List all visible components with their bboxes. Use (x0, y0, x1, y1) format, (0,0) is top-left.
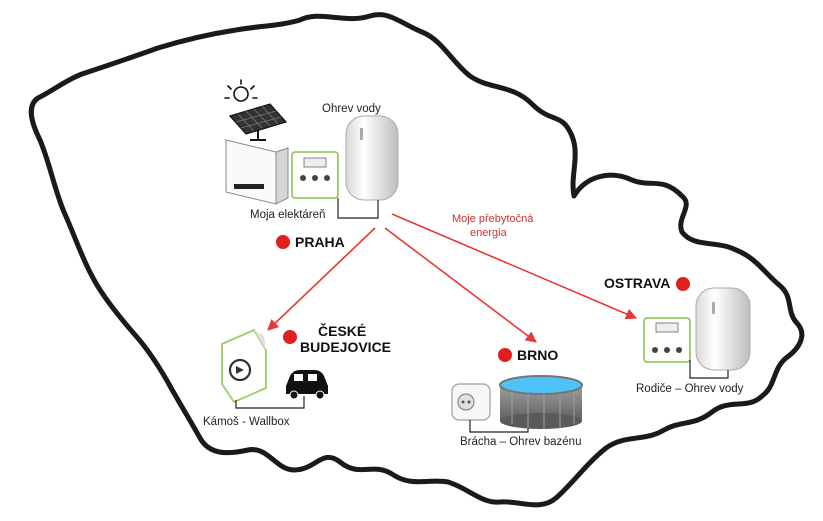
pool-icon (499, 375, 583, 429)
water-heater-icon-praha (345, 115, 399, 201)
label-kamos: Kámoš - Wallbox (203, 416, 290, 428)
city-dot-budejovice (283, 330, 297, 344)
solar-panel-icon (228, 103, 288, 141)
inverter-icon (225, 139, 289, 205)
controller-icon-ostrava (643, 317, 691, 363)
city-praha: PRAHA (295, 234, 345, 250)
heater-cable-praha (337, 198, 379, 219)
sun-icon (224, 79, 258, 102)
city-ostrava: OSTRAVA (604, 275, 670, 291)
label-moja-elektraren: Moja elektáreň (250, 209, 325, 221)
city-dot-ostrava (676, 277, 690, 291)
wallbox-icon (221, 328, 267, 404)
arrow-to-ostrava (391, 213, 638, 320)
label-energy-line2: energia (470, 227, 508, 239)
czech-map-outline (28, 12, 805, 508)
water-heater-icon-ostrava (695, 287, 751, 371)
heater-cable-ostrava (689, 360, 729, 379)
wallbox-cable (235, 396, 305, 409)
energy-arrows (267, 213, 638, 343)
controller-icon-praha (291, 151, 339, 199)
smart-plug-icon (451, 383, 491, 421)
car-icon (286, 370, 328, 400)
label-bracha: Brácha – Ohrev bazénu (460, 436, 581, 448)
city-brno: BRNO (517, 347, 558, 363)
city-dot-brno (498, 348, 512, 362)
city-budejovice-line1: ČESKÉ (318, 322, 366, 339)
city-budejovice-line2: BUDEJOVICE (300, 339, 391, 355)
pool-cable (469, 420, 529, 433)
label-ohrev-vody: Ohrev vody (322, 103, 381, 115)
label-energy-line1: Moje přebytočná (452, 213, 534, 225)
arrow-to-budejovice (267, 227, 376, 331)
city-dot-praha (276, 235, 290, 249)
arrow-to-brno (384, 227, 537, 343)
label-rodice: Rodiče – Ohrev vody (636, 383, 744, 395)
